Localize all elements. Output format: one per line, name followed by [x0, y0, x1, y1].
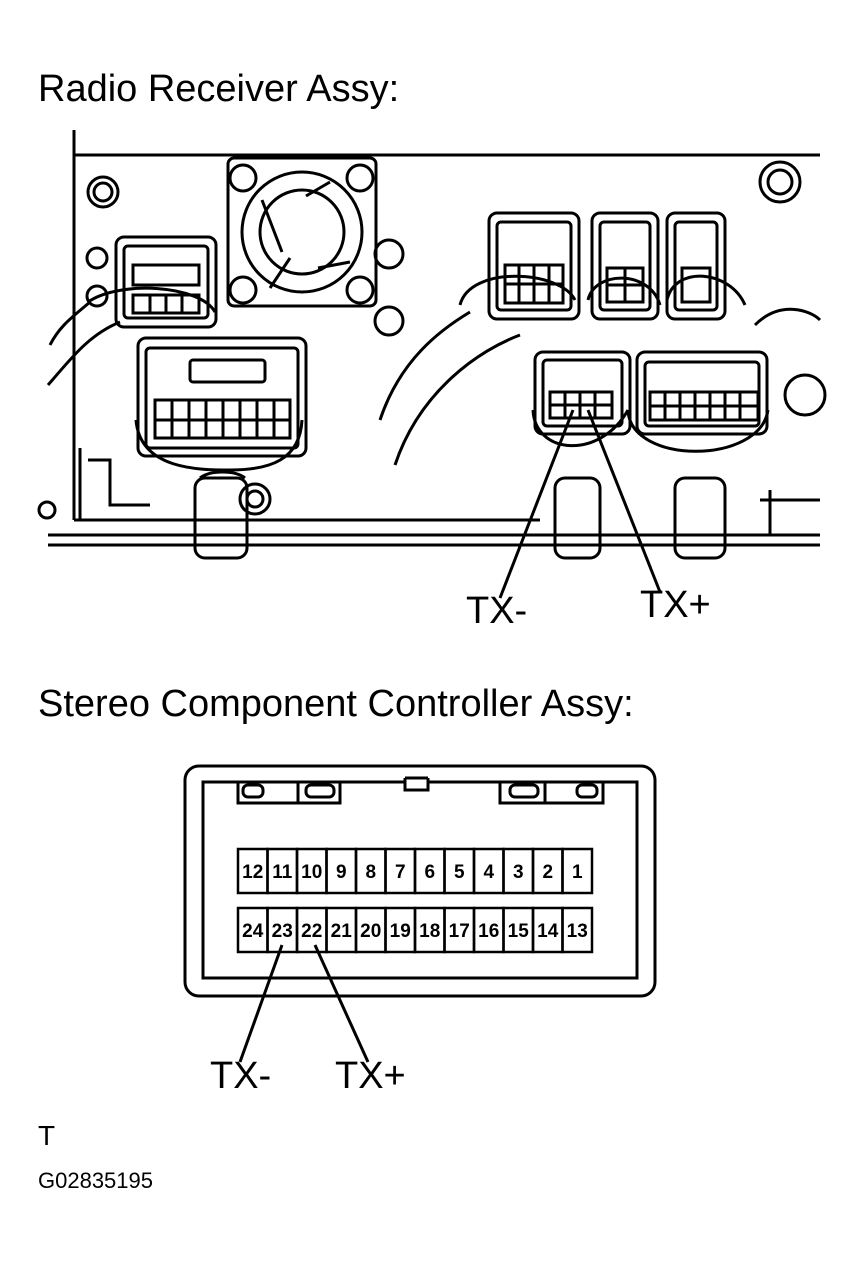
- radio-receiver-illustration: [37, 130, 827, 599]
- radio-receiver-title: Radio Receiver Assy:: [38, 68, 400, 110]
- pin-number-22: 22: [301, 921, 322, 942]
- pin-number-19: 19: [390, 921, 411, 942]
- pin-number-8: 8: [365, 862, 376, 883]
- right-lower-connectors: [531, 350, 770, 560]
- cooling-fan: [226, 156, 378, 308]
- radio-tx-plus-label: TX+: [640, 584, 711, 626]
- figure-id: G02835195: [38, 1168, 153, 1193]
- pin-number-7: 7: [395, 862, 406, 883]
- pin-number-12: 12: [242, 862, 263, 883]
- radio-tx-plus-leader: [586, 409, 662, 593]
- stereo-controller-title: Stereo Component Controller Assy:: [38, 683, 634, 725]
- pin-number-17: 17: [449, 921, 470, 942]
- controller-tx-minus-label: TX-: [210, 1055, 272, 1097]
- pin-number-16: 16: [478, 921, 499, 942]
- pin-cell: [561, 847, 594, 895]
- radio-tx-minus-label: TX-: [466, 590, 528, 632]
- controller-tx-plus-label: TX+: [335, 1055, 406, 1097]
- pin-number-4: 4: [483, 862, 494, 883]
- controller-tx-minus-leader: [238, 944, 284, 1063]
- pin-number-10: 10: [301, 862, 322, 883]
- controller-tx-plus-leader: [313, 944, 370, 1063]
- pin-number-13: 13: [567, 921, 588, 942]
- pin-number-20: 20: [360, 921, 381, 942]
- pin-number-3: 3: [513, 862, 524, 883]
- pin-row-bottom: 24 23 22 21 20 19 18 17 16 15 14 13: [236, 906, 594, 954]
- pin-number-1: 1: [572, 862, 583, 883]
- pin-number-14: 14: [537, 921, 559, 942]
- pin-number-21: 21: [331, 921, 353, 942]
- radio-tx-minus-leader: [498, 409, 575, 599]
- pin-number-24: 24: [242, 921, 264, 942]
- pin-number-15: 15: [508, 921, 530, 942]
- left-upper-connector: [46, 235, 218, 386]
- pin-number-11: 11: [272, 862, 293, 883]
- right-upper-connectors: [378, 211, 822, 466]
- pin-number-5: 5: [454, 862, 465, 883]
- pin-number-6: 6: [424, 862, 435, 883]
- pin-number-18: 18: [419, 921, 440, 942]
- pin-cell: [561, 906, 594, 954]
- left-main-connector: [134, 336, 308, 560]
- pin-number-23: 23: [272, 921, 293, 942]
- pin-number-9: 9: [336, 862, 347, 883]
- footer-code: T: [38, 1120, 56, 1151]
- pin-number-2: 2: [542, 862, 553, 883]
